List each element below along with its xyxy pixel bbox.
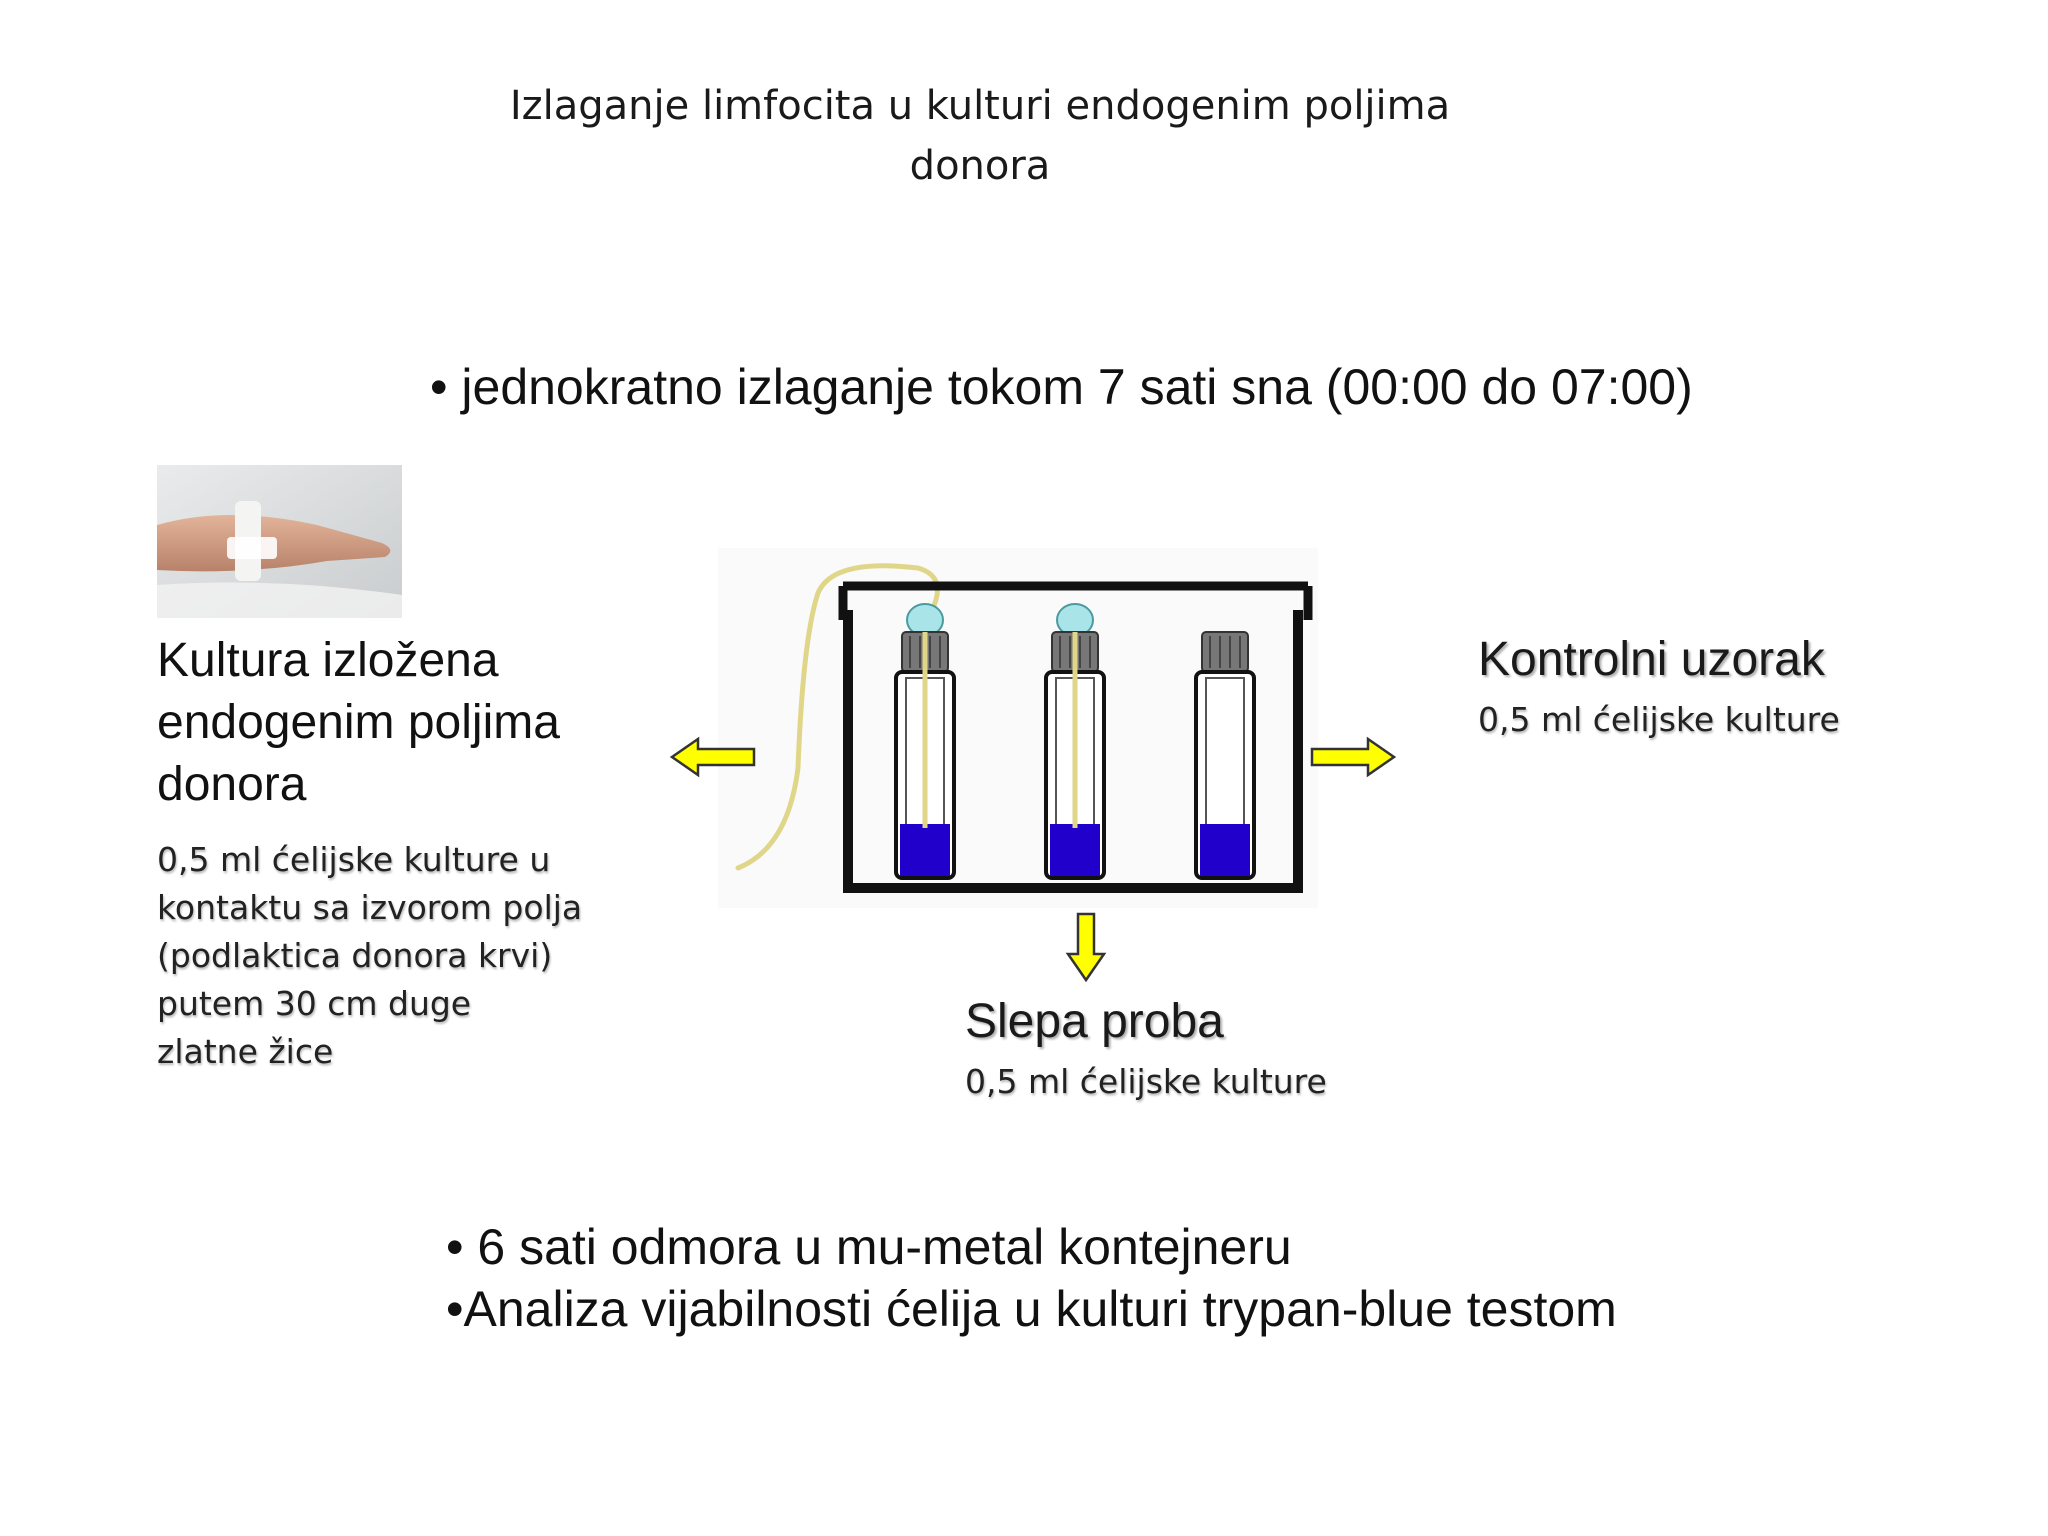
exposed-desc-line: 0,5 ml ćelijske kulture u (157, 840, 551, 879)
exposed-desc-line: putem 30 cm duge (157, 984, 472, 1023)
exposed-desc-line: (podlaktica donora krvi) (157, 936, 553, 975)
arrow-down-icon (1065, 912, 1107, 983)
arrow-left-icon (669, 736, 756, 778)
title-line-1: Izlaganje limfocita u kulturi endogenim … (509, 83, 1451, 129)
procedure-bullet: •Analiza vijabilnosti ćelija u kulturi t… (446, 1281, 1617, 1337)
sham-exposure-heading: Slepa proba (965, 995, 1224, 1048)
procedure-bullets: • 6 sati odmora u mu-metal kontejneru •A… (446, 1216, 1617, 1340)
control-sample-heading: Kontrolni uzorak (1478, 633, 1825, 686)
exposed-heading-line: endogenim poljima (157, 696, 560, 749)
exposed-heading-line: donora (157, 758, 307, 811)
tube-exposed (894, 603, 956, 880)
gold-wire (735, 563, 940, 871)
exposed-desc-line: zlatne žice (157, 1032, 334, 1071)
culture-container-diagram (718, 548, 1318, 908)
container-box (843, 610, 1303, 893)
exposed-culture-description: 0,5 ml ćelijske kulture u kontaktu sa iz… (157, 836, 627, 1076)
procedure-bullet: • 6 sati odmora u mu-metal kontejneru (446, 1219, 1292, 1275)
exposed-heading-line: Kultura izložena (157, 634, 499, 687)
tube-control (1194, 631, 1256, 880)
exposed-culture-heading: Kultura izložena endogenim poljima donor… (157, 630, 677, 816)
slide-title: Izlaganje limfocita u kulturi endogenim … (440, 76, 1520, 196)
arrow-right-icon (1310, 736, 1397, 778)
forearm-photo (157, 465, 402, 618)
title-line-2: donora (909, 143, 1051, 189)
exposure-bullet: • jednokratno izlaganje tokom 7 sati sna… (430, 359, 1693, 415)
sham-exposure-description: 0,5 ml ćelijske kulture (965, 1062, 1327, 1101)
tube-sham (1044, 603, 1106, 880)
exposed-desc-line: kontaktu sa izvorom polja (157, 888, 583, 927)
control-sample-description: 0,5 ml ćelijske kulture (1478, 700, 1840, 739)
